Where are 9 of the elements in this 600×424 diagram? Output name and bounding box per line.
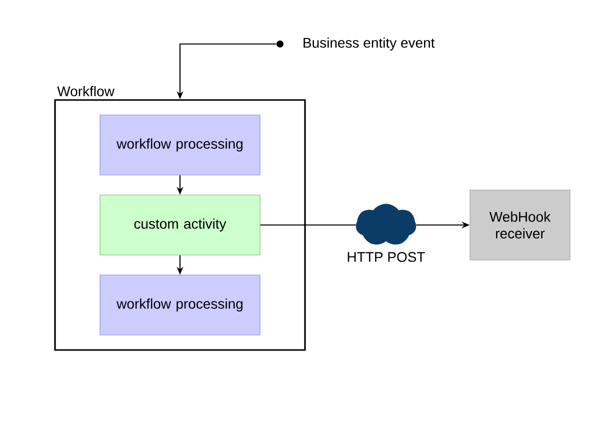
- node-label: Workflow: [57, 86, 114, 96]
- process-box: workflow processing: [100, 114, 260, 176]
- process-box: custom activity: [100, 194, 260, 256]
- event-label: Business entity event: [304, 37, 435, 51]
- beside-label: HTTP POST: [348, 252, 425, 262]
- start-dot: [276, 40, 284, 48]
- process-box: workflow processing: [100, 274, 260, 336]
- cloud-icon: [356, 204, 416, 245]
- receiver-box: WebHook receiver: [470, 190, 570, 260]
